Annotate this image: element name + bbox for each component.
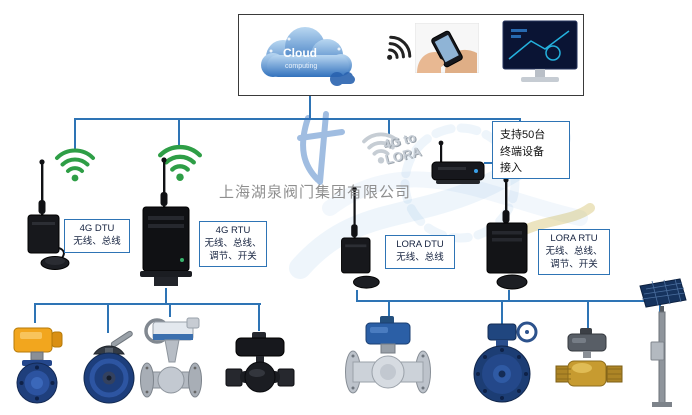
black-electric-ball-valve	[225, 332, 295, 393]
phone-in-hand-image	[415, 23, 479, 73]
label-lora-dtu: LORA DTU 无线、总线	[385, 235, 455, 269]
device-title: 4G RTU	[215, 225, 251, 236]
wifi-icon-green	[158, 144, 202, 181]
company-watermark: 上海湖泉阀门集团有限公司	[219, 184, 412, 201]
connector-line	[74, 118, 521, 120]
antenna-modem-lora-dtu	[341, 186, 380, 289]
connector-line	[587, 300, 589, 329]
connector-line	[356, 300, 661, 302]
connector-line	[169, 303, 171, 317]
label-4g-rtu: 4G RTU 无线、总线、 调节、开关	[199, 221, 267, 268]
cloud-platform-box: Cloud computing	[238, 14, 584, 96]
connector-line	[258, 303, 260, 331]
label-4g-dtu: 4G DTU 无线、总线	[64, 219, 130, 253]
label-lora-rtu: LORA RTU 无线、总线、 调节、开关	[538, 229, 610, 276]
monitor-image	[501, 19, 579, 89]
connector-line	[309, 96, 311, 119]
device-title: LORA RTU	[550, 233, 598, 244]
connector-line	[388, 118, 390, 135]
cloud-subtitle: computing	[285, 63, 317, 70]
wifi-icon-gray	[362, 132, 400, 164]
connector-line	[388, 300, 390, 317]
wifi-icon-green	[55, 148, 95, 182]
support-note-line1: 支持50台	[500, 129, 546, 141]
antenna-modem-lora-rtu	[486, 177, 528, 290]
gear-flanged-valve	[473, 321, 538, 403]
connector-line	[34, 303, 36, 323]
support-note-box: 支持50台 终端设备 接入	[492, 121, 570, 179]
antenna-modem-4g-dtu	[27, 159, 70, 270]
electric-butterfly-valve	[13, 327, 63, 404]
support-note-line2: 终端设备	[500, 145, 544, 158]
manual-butterfly-valve	[83, 330, 135, 404]
solar-panel-pole	[639, 278, 687, 407]
brass-electric-ball-valve	[555, 328, 623, 387]
device-desc: 无线、总线、	[545, 245, 603, 257]
connector-line	[165, 288, 167, 305]
connector-line	[484, 162, 492, 164]
flanged-electric-ball-valve	[345, 316, 431, 394]
gateway-device	[431, 140, 485, 184]
antenna-modem-4g-rtu	[140, 157, 192, 286]
device-title: 4G DTU	[79, 223, 115, 234]
electric-gate-valve	[140, 317, 202, 398]
connector-line	[356, 290, 358, 302]
cloud-computing-image: Cloud computing	[261, 27, 355, 86]
connector-line	[107, 303, 109, 333]
device-desc: 调节、开关	[550, 258, 598, 270]
connector-line	[74, 118, 76, 150]
cloud-title: Cloud	[283, 46, 317, 60]
connector-line	[178, 118, 180, 147]
connector-line	[34, 303, 261, 305]
device-desc: 无线、总线、	[204, 237, 262, 249]
connector-line	[508, 290, 510, 302]
support-note-line3: 接入	[500, 162, 522, 174]
wifi-signal-icon	[387, 35, 412, 60]
connector-line	[501, 300, 503, 324]
device-desc: 无线、总线	[396, 251, 444, 263]
device-desc: 调节、开关	[209, 250, 257, 262]
device-desc: 无线、总线	[73, 235, 121, 247]
device-title: LORA DTU	[396, 239, 444, 250]
